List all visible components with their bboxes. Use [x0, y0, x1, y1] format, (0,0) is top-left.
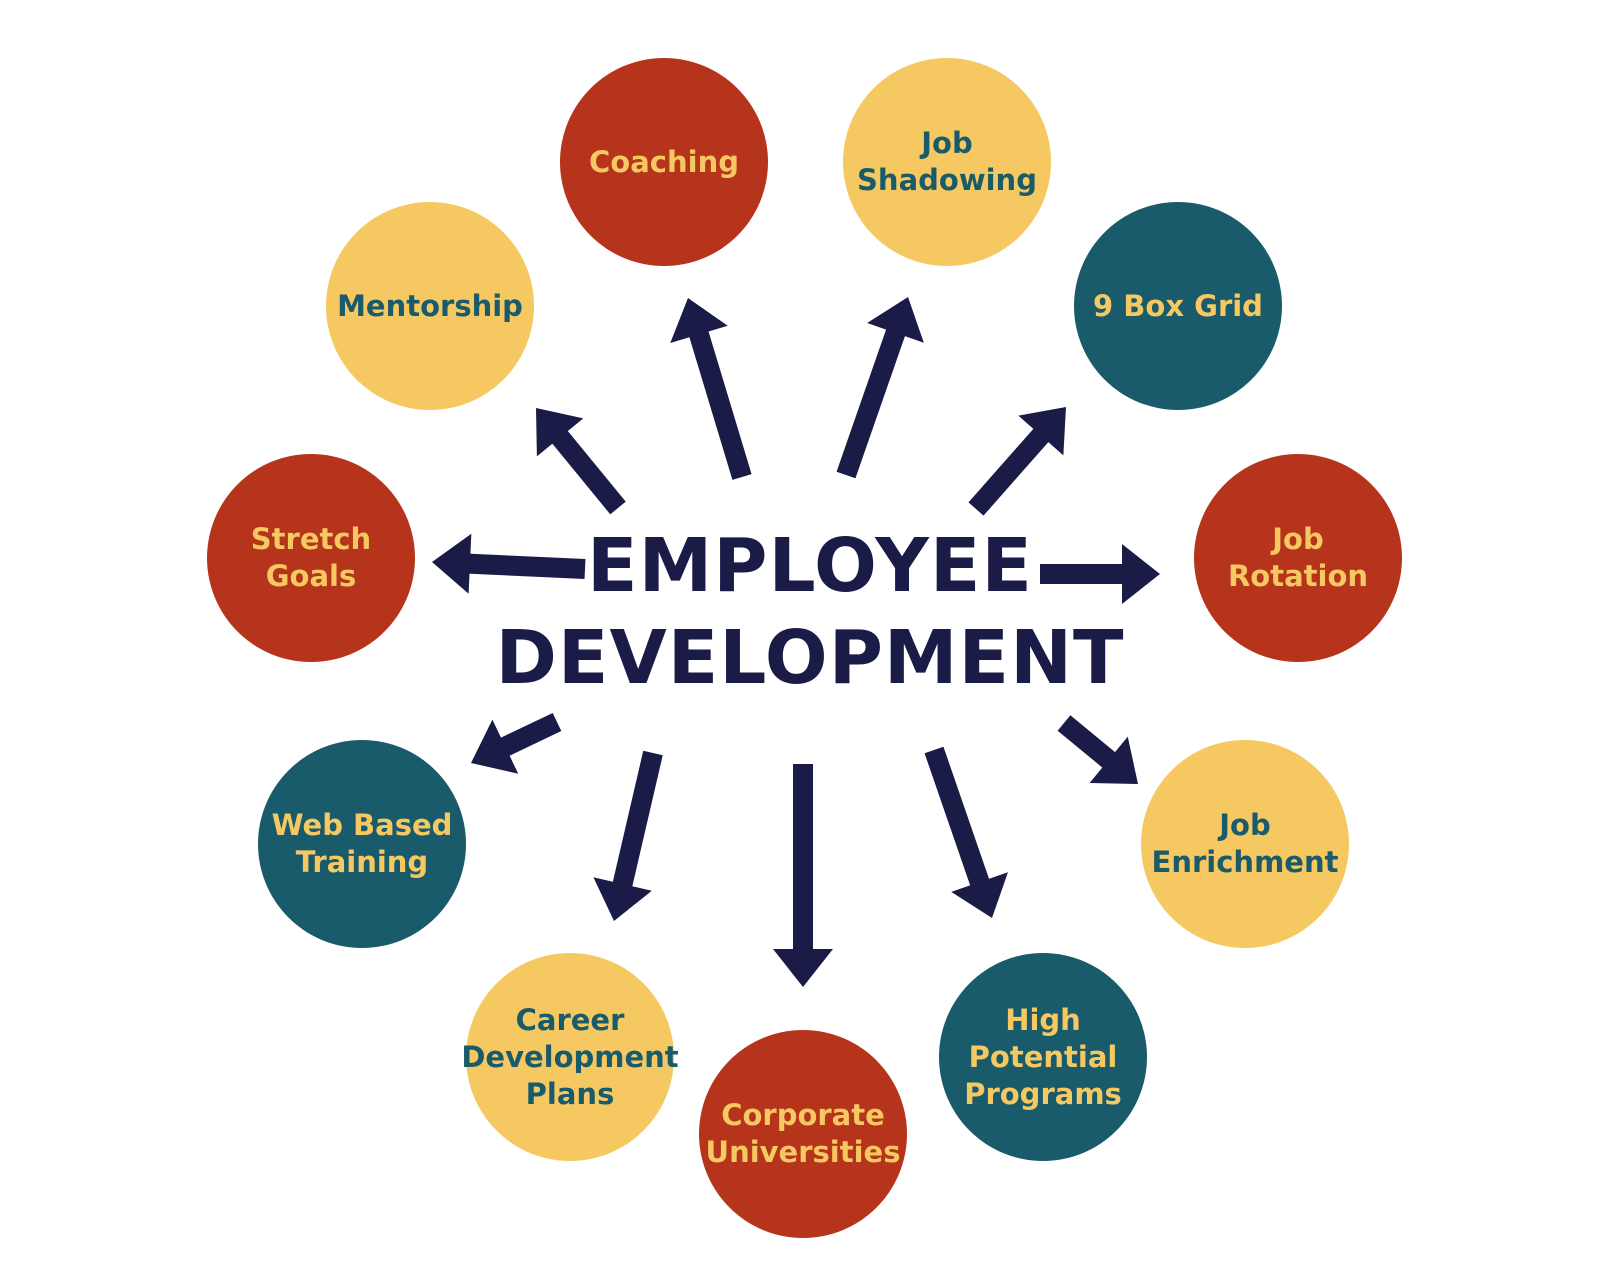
node-label: Corporate Universities	[705, 1098, 901, 1169]
arrow-head	[593, 877, 652, 921]
node-label: Mentorship	[337, 288, 523, 323]
arrow-head	[536, 408, 584, 457]
node-stretch-goals: Stretch Goals	[207, 454, 415, 662]
arrow-shaft	[924, 746, 990, 888]
node-web-based-training: Web Based Training	[258, 740, 466, 948]
node-job-rotation: Job Rotation	[1194, 454, 1402, 662]
node-label: Job Enrichment	[1151, 808, 1339, 879]
arrow-head	[1122, 544, 1160, 604]
node-label: Coaching	[589, 144, 739, 179]
node-corporate-universities: Corporate Universities	[699, 1030, 907, 1238]
arrow-to-web-based-training	[471, 712, 562, 774]
arrow-to-nine-box-grid	[968, 407, 1066, 516]
arrow-to-stretch-goals	[432, 533, 586, 594]
arrow-shaft	[612, 750, 663, 889]
arrow-to-corporate-universities	[773, 764, 833, 987]
arrow-shaft	[499, 712, 562, 757]
arrow-shaft	[968, 427, 1050, 516]
node-label: Web Based Training	[271, 808, 453, 879]
node-coaching: Coaching	[560, 58, 768, 266]
arrow-to-high-potential-programs	[924, 746, 1008, 918]
arrow-head	[867, 297, 924, 343]
center-title: EMPLOYEE DEVELOPMENT	[460, 520, 1160, 704]
arrow-to-job-rotation	[1040, 544, 1160, 604]
node-label: Job Shadowing	[857, 126, 1037, 197]
arrow-head	[951, 872, 1008, 918]
center-title-line2: DEVELOPMENT	[495, 615, 1125, 701]
arrow-to-job-shadowing	[836, 297, 924, 479]
arrow-head	[670, 298, 728, 344]
node-job-enrichment: Job Enrichment	[1141, 740, 1349, 948]
arrow-head	[1018, 407, 1066, 456]
node-mentorship: Mentorship	[326, 202, 534, 410]
center-title-line1: EMPLOYEE	[587, 523, 1033, 609]
arrow-head	[773, 949, 833, 987]
node-nine-box-grid: 9 Box Grid	[1074, 202, 1282, 410]
node-label: Job Rotation	[1227, 522, 1369, 593]
node-label: Stretch Goals	[250, 522, 372, 593]
node-high-potential-programs: High Potential Programs	[939, 953, 1147, 1161]
node-job-shadowing: Job Shadowing	[843, 58, 1051, 266]
node-label: High Potential Programs	[964, 1002, 1122, 1111]
arrow-shaft	[836, 327, 906, 479]
arrow-head	[471, 719, 519, 774]
arrow-shaft	[467, 553, 586, 579]
node-label: 9 Box Grid	[1093, 288, 1263, 323]
arrow-head	[1089, 736, 1138, 784]
arrow-shaft	[551, 429, 626, 515]
node-label: Career Development Plans	[461, 1002, 679, 1111]
arrow-to-coaching	[670, 298, 752, 480]
arrow-shaft	[688, 329, 752, 480]
arrow-shaft	[1057, 715, 1117, 769]
arrow-to-job-enrichment	[1057, 715, 1138, 784]
arrow-to-career-development-plans	[593, 750, 663, 921]
arrow-to-mentorship	[536, 408, 626, 515]
arrow-head	[432, 533, 472, 594]
node-career-development-plans: Career Development Plans	[461, 953, 679, 1161]
